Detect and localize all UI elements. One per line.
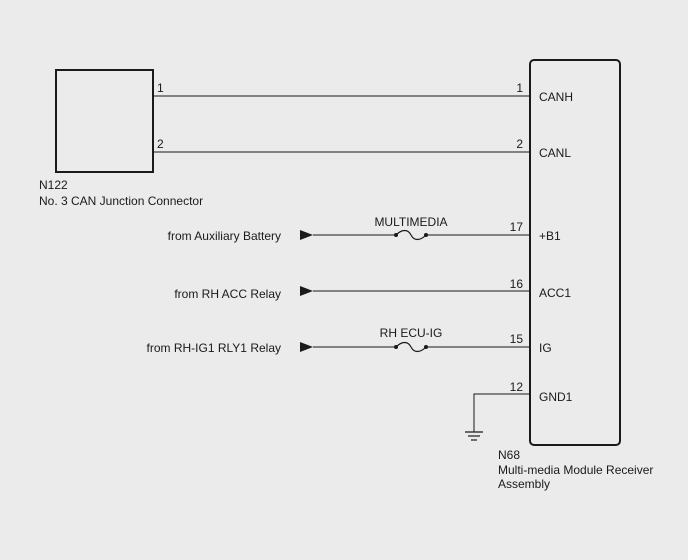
canl-right-pin: 2 bbox=[516, 137, 523, 151]
gnd1-terminal: GND1 bbox=[539, 390, 573, 404]
ig-terminal: IG bbox=[539, 341, 552, 355]
acc1-pin: 16 bbox=[510, 277, 524, 291]
gnd1-wire bbox=[473, 393, 530, 432]
b1-fuse-terminal-left bbox=[394, 233, 398, 237]
ground-icon bbox=[465, 431, 483, 441]
b1-fuse-icon bbox=[395, 229, 427, 241]
ig-pin: 15 bbox=[510, 332, 524, 346]
ig-fuse-terminal-left bbox=[394, 345, 398, 349]
gnd1-pin: 12 bbox=[510, 380, 524, 394]
b1-source-label: from Auxiliary Battery bbox=[168, 229, 281, 243]
b1-pin: 17 bbox=[510, 220, 524, 234]
connector-n122-box bbox=[55, 69, 154, 173]
connector-n122-name: No. 3 CAN Junction Connector bbox=[39, 194, 203, 208]
acc1-input-arrow bbox=[300, 286, 313, 296]
acc1-terminal: ACC1 bbox=[539, 286, 571, 300]
ig-input-arrow bbox=[300, 342, 313, 352]
module-n68-name-line2: Assembly bbox=[498, 477, 550, 491]
acc1-source-label: from RH ACC Relay bbox=[174, 287, 281, 301]
module-n68-box bbox=[529, 59, 621, 446]
b1-terminal: +B1 bbox=[539, 229, 561, 243]
ig-fuse-label: RH ECU-IG bbox=[380, 326, 443, 340]
ig-source-label: from RH-IG1 RLY1 Relay bbox=[147, 341, 281, 355]
connector-n122-pin-1: 1 bbox=[157, 81, 164, 95]
canl-terminal: CANL bbox=[539, 146, 571, 160]
module-n68-name-line1: Multi-media Module Receiver bbox=[498, 463, 653, 477]
connector-n122-pin-2: 2 bbox=[157, 137, 164, 151]
b1-input-arrow bbox=[300, 230, 313, 240]
ig-fuse-icon bbox=[395, 341, 427, 353]
b1-fuse-label: MULTIMEDIA bbox=[374, 215, 447, 229]
canh-right-pin: 1 bbox=[516, 81, 523, 95]
module-n68-code: N68 bbox=[498, 448, 520, 462]
connector-n122-code: N122 bbox=[39, 178, 68, 192]
canh-terminal: CANH bbox=[539, 90, 573, 104]
